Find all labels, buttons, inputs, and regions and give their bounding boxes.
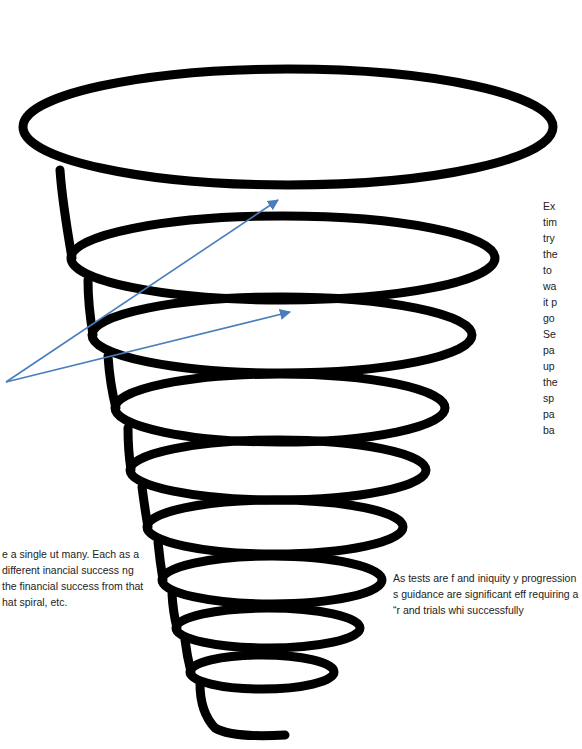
pointer-arrow [6,200,278,382]
spiral-strand [108,356,116,408]
note-text: As tests are f and iniquity y progressio… [393,570,579,618]
spiral-tail [200,684,285,736]
pointer-arrows [6,200,290,382]
spiral-coil [130,440,426,500]
spiral-strand [142,487,148,527]
spiral-coil [162,556,382,604]
spiral-coil [71,216,495,300]
spiral-strand [128,428,131,470]
spiral-coil [92,297,472,373]
spiral-coil [115,374,445,442]
spiral-coil [23,69,553,185]
spiral-coils [23,69,553,736]
spiral-coil [190,655,334,689]
spiral-coil [147,500,403,554]
spiral-strand [172,594,177,628]
spiral-coil [176,608,360,648]
spiral-strand [185,640,191,672]
spiral-strand [158,542,163,580]
note-text: e a single ut many. Each as a different … [2,546,150,610]
spiral-strand [60,170,72,258]
note-text: Ex tim try the to wa it p go Se pa up th… [543,198,558,438]
pointer-arrow [6,312,290,382]
